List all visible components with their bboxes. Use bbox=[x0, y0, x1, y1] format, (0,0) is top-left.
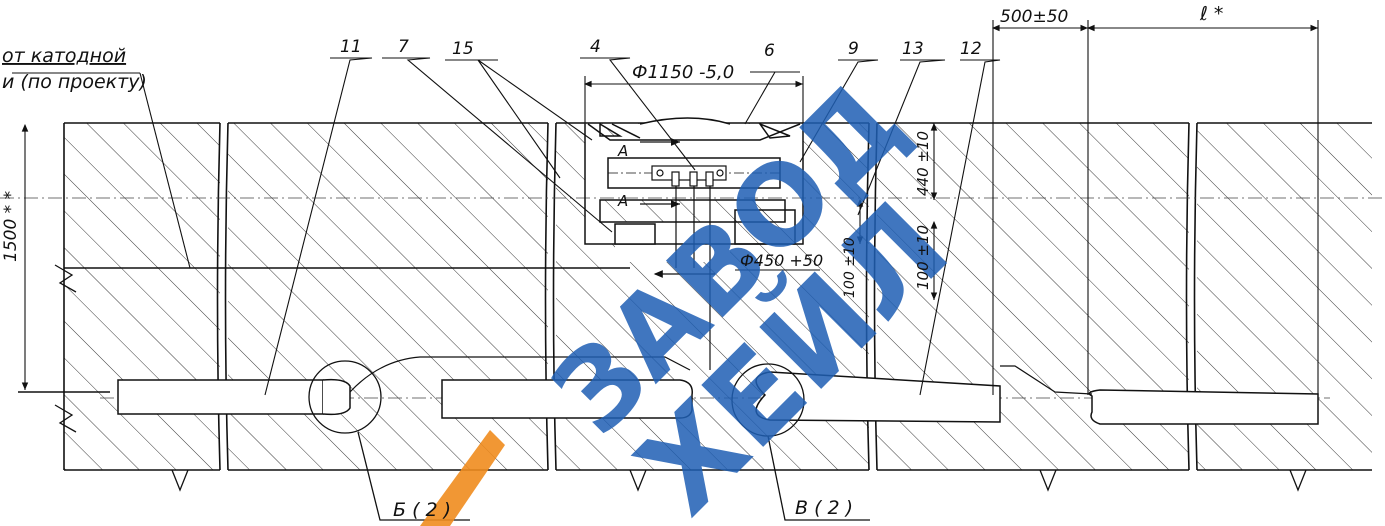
dimension-l: ℓ * bbox=[1199, 3, 1223, 25]
position-7: 7 bbox=[398, 37, 409, 57]
anode-pipe-left bbox=[117, 378, 351, 416]
dimension-diameter-1150: Ф1150 -5,0 bbox=[632, 62, 734, 83]
watermark-orange-mark bbox=[420, 430, 505, 526]
dimension-lines bbox=[21, 20, 1319, 395]
section-a-bottom: А bbox=[617, 192, 628, 210]
dimension-1500: 1500 * * bbox=[1, 191, 21, 262]
dimension-diameter-450: Ф450 +50 bbox=[740, 251, 823, 270]
cable-connectors bbox=[349, 356, 1093, 395]
note-line2: и (по проекту) bbox=[2, 71, 147, 93]
dimension-500: 500±50 bbox=[1000, 7, 1068, 27]
detail-circle-b bbox=[308, 360, 382, 434]
position-4: 4 bbox=[590, 37, 601, 57]
position-11: 11 bbox=[340, 37, 362, 57]
terminal-block bbox=[651, 165, 727, 370]
anode-pipe-far-right bbox=[1088, 389, 1319, 425]
position-15: 15 bbox=[452, 39, 474, 59]
detail-v-label: В ( 2 ) bbox=[795, 497, 853, 519]
anode-pipe-middle bbox=[441, 379, 693, 419]
cable-line bbox=[18, 267, 630, 393]
break-marks bbox=[54, 264, 1307, 492]
labels: от катодной и (по проекту) 11 7 15 4 6 9… bbox=[1, 3, 1223, 521]
dimension-100-left: 100 ±10 bbox=[842, 237, 858, 298]
position-12: 12 bbox=[960, 39, 982, 59]
block-outlines bbox=[63, 122, 1372, 471]
section-a-top: А bbox=[617, 142, 628, 160]
position-9: 9 bbox=[848, 39, 859, 59]
detail-b-label: Б ( 2 ) bbox=[393, 499, 451, 521]
position-13: 13 bbox=[902, 39, 924, 59]
dimension-440: 440 ±10 bbox=[914, 131, 932, 196]
anode-pipe-right bbox=[755, 371, 1001, 423]
note-line1: от катодной bbox=[2, 45, 126, 67]
dimension-100-right: 100 ±10 bbox=[914, 225, 932, 290]
position-6: 6 bbox=[764, 41, 775, 61]
leader-v bbox=[767, 435, 870, 521]
